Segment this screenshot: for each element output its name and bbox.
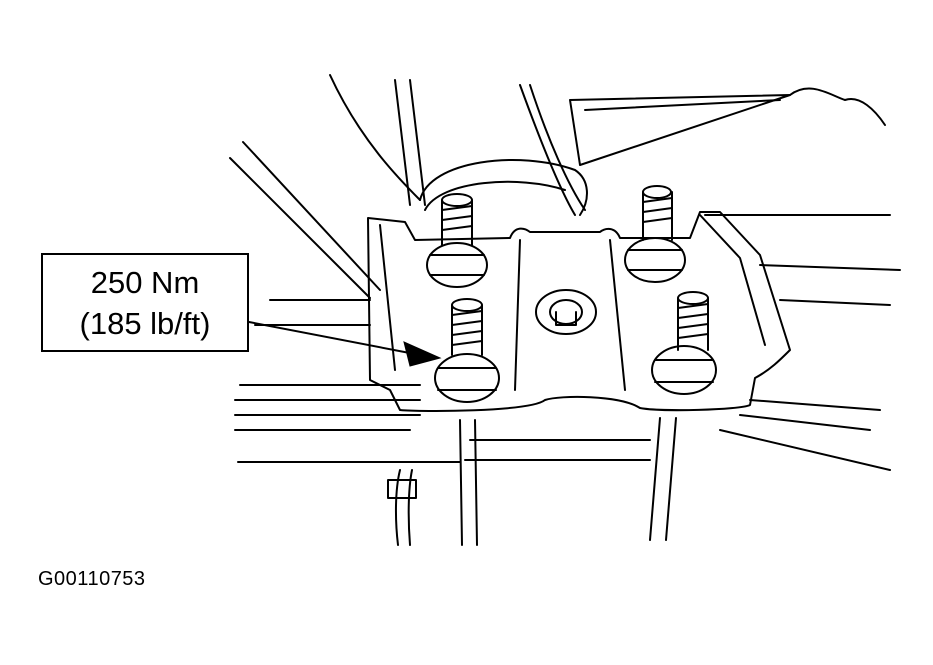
- leader-line: [248, 321, 421, 356]
- u-bolt-studs: [459, 417, 677, 546]
- nut-top-right: [624, 185, 686, 283]
- spring-perch: [419, 159, 588, 216]
- nut-top-left: [426, 193, 488, 288]
- nut-bottom-right: [651, 291, 717, 395]
- leaf-spring: [234, 384, 891, 471]
- nut-bottom-left: [434, 298, 500, 403]
- torque-metric-label: 250 Nm: [90, 264, 200, 300]
- brake-line: [387, 469, 417, 546]
- leader-arrowhead: [403, 341, 442, 367]
- spring-plate: [367, 211, 791, 412]
- center-bolt: [535, 289, 597, 335]
- axle-housing-outline: [229, 74, 901, 326]
- figure-id: G00110753: [38, 568, 146, 590]
- torque-imperial-label: (185 lb/ft): [79, 305, 211, 341]
- torque-callout-box: 250 Nm (185 lb/ft): [41, 253, 249, 352]
